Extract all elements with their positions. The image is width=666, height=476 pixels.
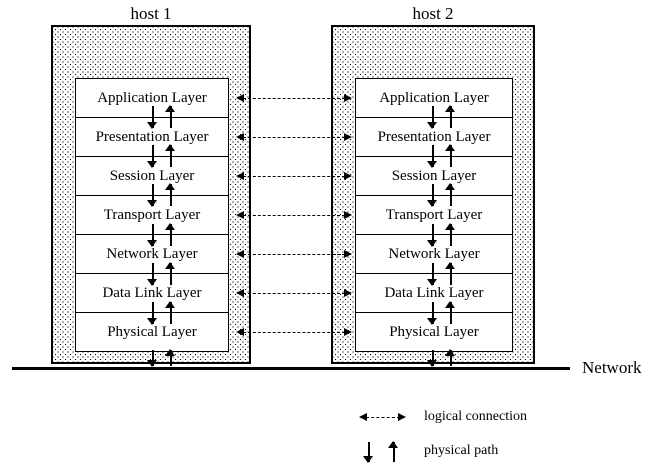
arrow-left-icon	[236, 250, 244, 258]
layer-label: Session Layer	[109, 167, 195, 184]
arrow-right-icon	[344, 328, 352, 336]
logical-connection-line	[243, 332, 345, 333]
down-arrow-icon	[147, 350, 158, 367]
up-arrow-icon	[445, 349, 456, 366]
down-arrow-icon	[147, 145, 158, 169]
layer-row[interactable]: Application Layer	[356, 79, 512, 118]
up-arrow-icon	[165, 222, 176, 246]
down-arrow-icon	[427, 350, 438, 367]
down-arrow-icon	[427, 184, 438, 208]
down-arrow-icon	[427, 223, 438, 247]
layer-label: Data Link Layer	[102, 284, 202, 301]
up-arrow-icon	[165, 300, 176, 324]
logical-connection-line	[243, 215, 345, 216]
legend-physical-label: physical path	[424, 443, 499, 458]
network-line	[12, 367, 570, 370]
up-arrow-icon	[165, 144, 176, 168]
layer-label: Application Layer	[379, 89, 489, 106]
layer-row[interactable]: Data Link Layer	[356, 274, 512, 313]
up-arrow-icon	[445, 300, 456, 324]
layer-label: Physical Layer	[107, 323, 197, 340]
layer-row[interactable]: Physical Layer	[76, 313, 228, 351]
down-arrow-icon	[147, 223, 158, 247]
arrow-right-icon	[344, 211, 352, 219]
layer-row[interactable]: Presentation Layer	[356, 118, 512, 157]
logical-connection-line	[243, 98, 345, 99]
down-arrow-icon	[147, 262, 158, 286]
arrow-right-icon	[344, 172, 352, 180]
arrow-left-icon	[236, 133, 244, 141]
layer-label: Presentation Layer	[377, 128, 491, 145]
layer-label: Physical Layer	[389, 323, 479, 340]
logical-connection-line	[243, 293, 345, 294]
arrow-right-icon	[344, 250, 352, 258]
legend-arrow-right-icon	[398, 413, 406, 421]
layer-label: Transport Layer	[103, 206, 201, 223]
up-arrow-icon	[445, 144, 456, 168]
arrow-right-icon	[344, 289, 352, 297]
layer-row[interactable]: Network Layer	[356, 235, 512, 274]
down-arrow-icon	[427, 262, 438, 286]
up-arrow-icon	[165, 349, 176, 366]
up-arrow-icon	[165, 105, 176, 129]
layer-row[interactable]: Physical Layer	[356, 313, 512, 351]
arrow-left-icon	[236, 94, 244, 102]
layer-label: Network Layer	[388, 245, 480, 262]
layer-label: Data Link Layer	[384, 284, 484, 301]
layer-row[interactable]: Session Layer	[356, 157, 512, 196]
layer-row[interactable]: Transport Layer	[356, 196, 512, 235]
arrow-right-icon	[344, 133, 352, 141]
legend-arrow-left-icon	[359, 413, 367, 421]
layer-label: Application Layer	[97, 89, 207, 106]
logical-connection-line	[243, 137, 345, 138]
layer-label: Presentation Layer	[95, 128, 209, 145]
up-arrow-icon	[445, 261, 456, 285]
arrow-left-icon	[236, 289, 244, 297]
network-label: Network	[582, 358, 642, 377]
up-arrow-icon	[165, 261, 176, 285]
down-arrow-icon	[427, 106, 438, 130]
logical-connection-line	[243, 176, 345, 177]
down-arrow-icon	[427, 301, 438, 325]
arrow-left-icon	[236, 172, 244, 180]
host-1-title: host 1	[130, 4, 172, 23]
arrow-left-icon	[236, 211, 244, 219]
up-arrow-icon	[445, 105, 456, 129]
legend-logical-label: logical connection	[424, 409, 528, 424]
up-arrow-icon	[165, 183, 176, 207]
logical-connection-line	[243, 254, 345, 255]
up-arrow-icon	[445, 222, 456, 246]
layer-label: Network Layer	[106, 245, 198, 262]
layer-label: Session Layer	[391, 167, 477, 184]
down-arrow-icon	[147, 184, 158, 208]
host-2-title: host 2	[412, 4, 454, 23]
arrow-right-icon	[344, 94, 352, 102]
down-arrow-icon	[427, 145, 438, 169]
layer-label: Transport Layer	[385, 206, 483, 223]
arrow-left-icon	[236, 328, 244, 336]
down-arrow-icon	[147, 301, 158, 325]
down-arrow-icon	[147, 106, 158, 130]
up-arrow-icon	[445, 183, 456, 207]
